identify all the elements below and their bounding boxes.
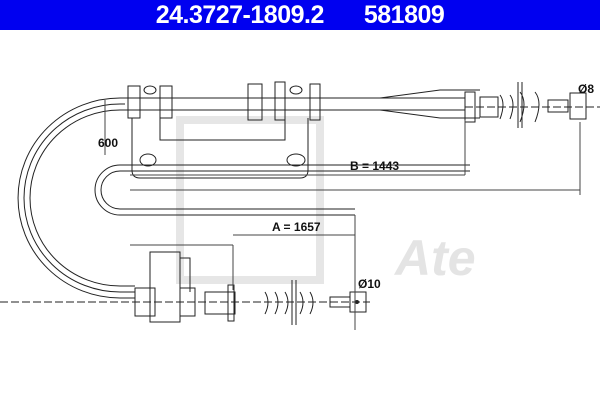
svg-text:Ate: Ate (393, 230, 476, 286)
dim-diameter-8: Ø8 (578, 82, 594, 96)
dim-b: B = 1443 (350, 159, 399, 173)
dim-diameter-10: Ø10 (358, 277, 381, 291)
dimension-lines (104, 100, 581, 330)
part-number: 24.3727-1809.2 (155, 0, 325, 29)
right-end-fitting (464, 82, 600, 128)
title-bar: 24.3727-1809.2 581809 (0, 0, 600, 30)
ate-logo-watermark: Ate (176, 116, 476, 286)
dim-a: A = 1657 (272, 220, 321, 234)
cable-drawing: Ate (0, 81, 600, 330)
reference-number: 581809 (363, 0, 445, 29)
left-end-fitting (0, 251, 370, 325)
cable-sheath (17, 89, 480, 299)
dim-600: 600 (98, 136, 118, 150)
upper-mounting-bracket (127, 81, 321, 179)
